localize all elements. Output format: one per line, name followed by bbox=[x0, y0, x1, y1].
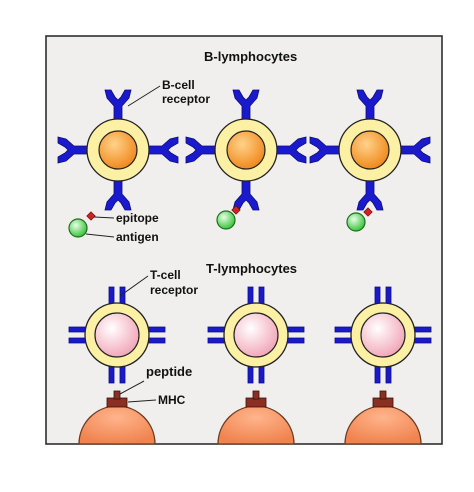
antigen-presenting-cell-2 bbox=[217, 390, 295, 445]
b-cell-receptor bbox=[356, 179, 384, 211]
cells-layer bbox=[57, 85, 432, 445]
receptor-arm bbox=[104, 179, 132, 211]
b-cell-receptor bbox=[232, 89, 260, 121]
b-cell-nucleus bbox=[98, 130, 138, 170]
epitope bbox=[86, 211, 96, 221]
b-cell-receptor bbox=[57, 136, 89, 164]
receptor-arm bbox=[104, 89, 132, 121]
receptor-arm bbox=[232, 89, 260, 121]
antigen-presenting-cell-3 bbox=[344, 390, 422, 445]
b-cell-receptor bbox=[356, 89, 384, 121]
b-cell-nucleus bbox=[226, 130, 266, 170]
receptor-arm bbox=[147, 136, 179, 164]
b-cell-receptor bbox=[309, 136, 341, 164]
peptide-label: peptide bbox=[146, 364, 193, 379]
antigen-sphere bbox=[346, 212, 366, 232]
receptor-arm bbox=[275, 136, 307, 164]
t-cell-receptor-label-line1: T-cell bbox=[150, 268, 181, 282]
t-cell-nucleus bbox=[233, 312, 279, 358]
receptor-arm bbox=[356, 89, 384, 121]
b-cell-receptor-label-line1: B-cell bbox=[162, 78, 195, 92]
b-cell-nucleus bbox=[350, 130, 390, 170]
t-cell-nucleus bbox=[94, 312, 140, 358]
peptide-leader bbox=[119, 380, 145, 395]
t-cell-1 bbox=[68, 286, 166, 384]
t-cell-3 bbox=[334, 286, 432, 384]
peptide bbox=[379, 390, 387, 400]
antigen-2 bbox=[216, 205, 241, 230]
b-cell-receptor bbox=[104, 179, 132, 211]
mhc-label: MHC bbox=[158, 393, 186, 407]
epitope-leader bbox=[93, 216, 115, 219]
b-cell-receptor bbox=[104, 89, 132, 121]
antigen-1 bbox=[68, 211, 96, 238]
b-cell-receptor bbox=[232, 179, 260, 211]
b-cell-receptor bbox=[399, 136, 431, 164]
receptor-arm bbox=[185, 136, 217, 164]
b-cell-1 bbox=[57, 89, 179, 211]
t-cell-nucleus bbox=[360, 312, 406, 358]
b-cell-receptor bbox=[147, 136, 179, 164]
receptor-arm bbox=[232, 179, 260, 211]
antigen-presenting-cell-1 bbox=[78, 390, 156, 445]
antigen-label: antigen bbox=[116, 230, 159, 244]
t-receptor-leader bbox=[119, 275, 149, 297]
b-receptor-leader bbox=[127, 85, 161, 107]
peptide bbox=[113, 390, 121, 400]
b-cell-3 bbox=[309, 89, 431, 211]
panel-background bbox=[45, 35, 443, 445]
b-cell-receptor bbox=[185, 136, 217, 164]
antigen-sphere bbox=[68, 218, 88, 238]
b-cell-2 bbox=[185, 89, 307, 211]
epitope bbox=[231, 205, 241, 215]
receptor-arm bbox=[309, 136, 341, 164]
t-cell-2 bbox=[207, 286, 305, 384]
b-cell-receptor-label-line2: receptor bbox=[162, 92, 211, 106]
b-lymphocytes-title: B-lymphocytes bbox=[204, 49, 298, 64]
mhc-leader bbox=[127, 399, 157, 403]
receptor-arm bbox=[57, 136, 89, 164]
peptide bbox=[252, 390, 260, 400]
t-cell-receptor-label-line2: receptor bbox=[150, 283, 199, 297]
antigen-sphere bbox=[216, 210, 236, 230]
receptor-arm bbox=[399, 136, 431, 164]
epitope-label: epitope bbox=[116, 211, 159, 225]
epitope bbox=[363, 207, 373, 217]
t-lymphocytes-title: T-lymphocytes bbox=[206, 261, 298, 276]
b-cell-receptor bbox=[275, 136, 307, 164]
antigen-leader bbox=[85, 233, 115, 238]
receptor-arm bbox=[356, 179, 384, 211]
antigen-3 bbox=[346, 207, 373, 232]
